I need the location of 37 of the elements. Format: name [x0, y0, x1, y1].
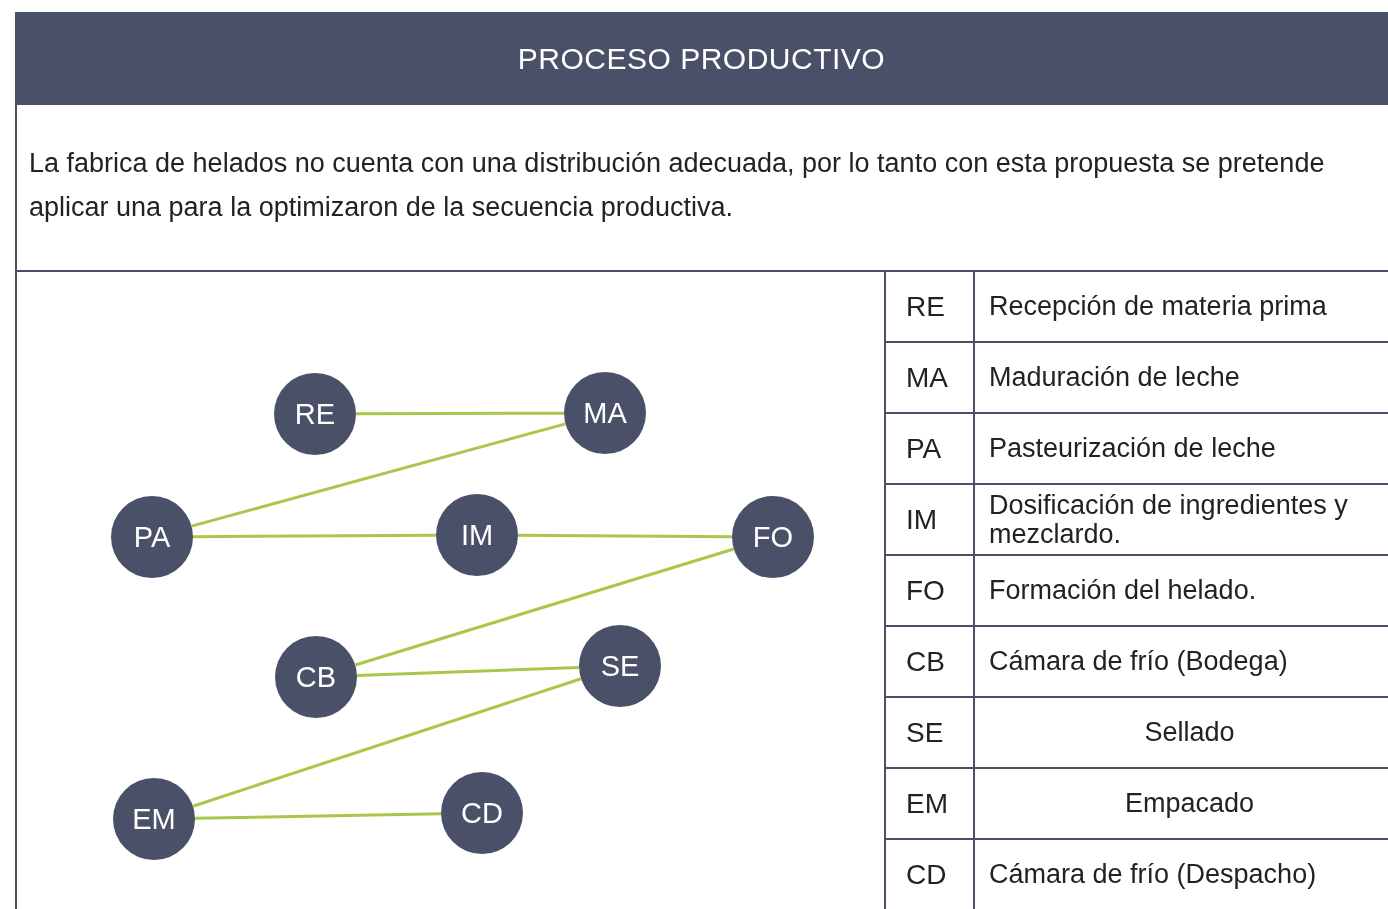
table-cell-text: Cámara de frío (Bodega): [988, 645, 1289, 678]
table-cell-text: Pasteurización de leche: [988, 432, 1277, 465]
process-circle: PA: [111, 496, 193, 578]
process-circle: CB: [275, 636, 357, 718]
connector-line: [192, 677, 582, 808]
table-cell-text: Recepción de materia prima: [988, 290, 1328, 323]
table-cell-text: Empacado: [1123, 787, 1256, 820]
connector-line: [354, 547, 735, 667]
table-cell-text: Sellado: [1143, 716, 1236, 749]
table-cell-text: Cámara de frío (Despacho): [988, 858, 1318, 891]
process-circle: CD: [441, 772, 523, 854]
process-circle: SE: [579, 625, 661, 707]
table-cell: CB: [886, 627, 975, 696]
table-cell: PA: [886, 414, 975, 483]
connector-line: [193, 533, 436, 539]
connector-line: [356, 666, 580, 677]
table-cell: RE: [886, 272, 975, 341]
table-cell: CD: [886, 840, 975, 909]
table-cell: IM: [886, 485, 975, 554]
connector-line: [191, 422, 566, 528]
process-circle: EM: [113, 778, 195, 860]
table-cell: EM: [886, 769, 975, 838]
title: PROCESO PRODUCTIVO: [517, 41, 886, 76]
process-circle: MA: [564, 372, 646, 454]
table-cell: FO: [886, 556, 975, 625]
connector-line: [194, 812, 442, 820]
table-cell: SE: [886, 698, 975, 767]
process-circle: RE: [274, 373, 356, 455]
connector-line: [356, 411, 564, 416]
process-circle: IM: [436, 494, 518, 576]
table-cell-text: Maduración de leche: [988, 361, 1241, 394]
table-cell: MA: [886, 343, 975, 412]
process-circle: FO: [732, 496, 814, 578]
table-cell-text: Dosificación de ingredientes y mezclardo.: [988, 488, 1349, 551]
table-cell-text: Formación del helado.: [988, 574, 1258, 607]
description-text: La fabrica de helados no cuenta con una distribución adecuada, por lo tanto con esta propuesta se pretende aplicar una para la optimizaron de la secuencia productiva.: [29, 147, 1326, 224]
connector-line: [518, 533, 732, 539]
